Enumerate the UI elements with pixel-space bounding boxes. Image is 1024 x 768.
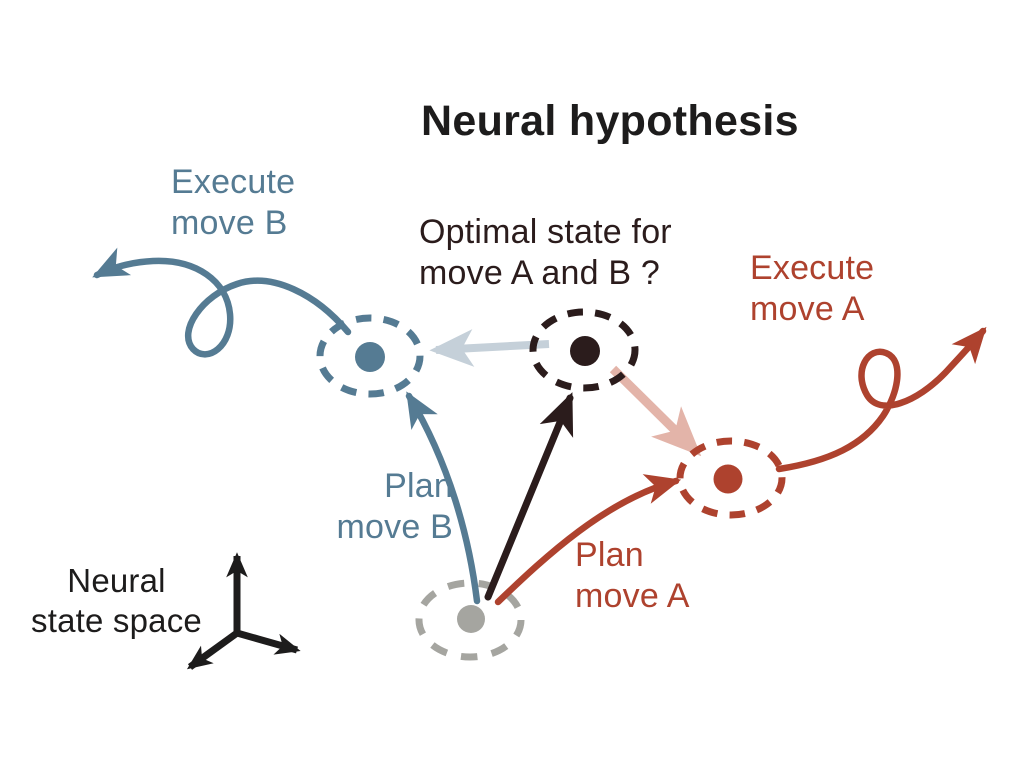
plan-move-b-arrow: [405, 391, 481, 605]
plan-b-state: [316, 314, 424, 398]
initial-state-dot: [457, 605, 485, 633]
neural-state-space-label: Neural state space: [31, 562, 202, 640]
initial-state: [415, 579, 525, 661]
plan-b-state-dot: [355, 342, 385, 372]
optimal-state-dot: [570, 336, 600, 366]
optimal-state-label: Optimal state for move A and B ?: [419, 213, 672, 293]
plan-move-a-label: Plan move A: [575, 536, 690, 616]
execute-move-b-label: Execute move B: [171, 163, 296, 243]
state-space-axes-icon: [186, 552, 301, 670]
execute-move-a-trajectory: [775, 326, 987, 473]
optimal-to-a-arrow: [609, 365, 702, 457]
plan-a-state-dot: [713, 464, 743, 494]
execute-move-a-label: Execute move A: [750, 249, 875, 329]
plan-optimal-arrow: [484, 392, 574, 601]
figure-title: Neural hypothesis: [421, 97, 799, 145]
execute-move-b-trajectory: [92, 247, 352, 358]
plan-move-a-arrow: [494, 474, 682, 606]
plan-move-b-label: Plan move B: [336, 467, 453, 547]
plan-a-state: [676, 437, 786, 519]
optimal-state: [529, 308, 639, 392]
